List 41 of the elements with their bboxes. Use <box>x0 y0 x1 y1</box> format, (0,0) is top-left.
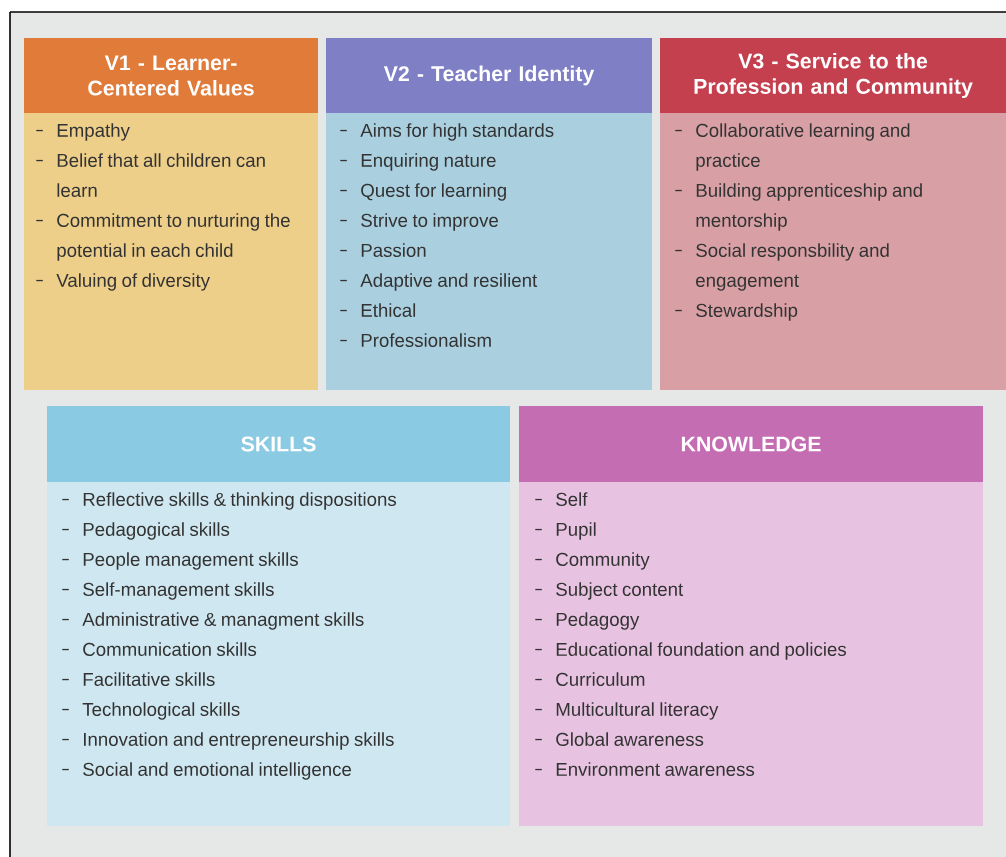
list-item: Passion <box>339 243 426 257</box>
list-item: Curriculum <box>534 672 645 686</box>
list-item: Belief that all children can learn <box>35 153 265 197</box>
list-item: Innovation and entrepreneurship skills <box>61 732 394 750</box>
list-item: Social and emotional intelligence <box>61 762 352 780</box>
list-item: Communication skills <box>61 642 257 656</box>
list-item: Reflective skills & thinking dispositions <box>61 492 397 510</box>
list-item: Subject content <box>534 582 684 600</box>
card-heading: V2 - Teacher Identity <box>383 65 595 86</box>
list-item: Strive to improve <box>339 213 498 231</box>
list-item: Self-management skills <box>61 582 274 600</box>
list-item: Pedagogical skills <box>61 522 230 540</box>
list-item: Administrative & managment skills <box>61 612 364 630</box>
list-item: Aims for high standards <box>339 123 554 141</box>
card-heading: V3 - Service to the Profession and Community <box>694 52 973 99</box>
list-item: Quest for learning <box>339 183 506 201</box>
list-item: Building apprenticeship and mentorship <box>674 183 922 231</box>
list-item: Educational foundation and policies <box>534 642 846 660</box>
list-item: Pupil <box>534 522 596 540</box>
list-item: Community <box>534 552 650 570</box>
list-item: People management skills <box>61 552 298 570</box>
list-item: Stewardship <box>674 303 798 321</box>
list-item: Pedagogy <box>534 612 640 630</box>
list-item: Adaptive and resilient <box>339 273 538 291</box>
list-item: Technological skills <box>61 702 240 720</box>
list-item: Ethical <box>339 303 416 317</box>
card-heading: V1 - Learner-Centered Values <box>88 55 254 96</box>
list-item: Empathy <box>35 123 130 141</box>
list-item: Commitment to nurturing the potential in each child <box>35 213 290 261</box>
list-item: Enquiring nature <box>339 153 496 171</box>
list-item: Collaborative learning and practice <box>674 123 910 171</box>
list-item: Multicultural literacy <box>534 702 719 720</box>
card-heading: SKILLS <box>241 436 316 452</box>
list-item: Facilitative skills <box>61 672 215 686</box>
list-item: Global awareness <box>534 732 704 746</box>
list-item: Self <box>534 492 588 506</box>
card-heading: KNOWLEDGE <box>681 436 821 452</box>
list-item: Valuing of diversity <box>35 273 210 291</box>
list-item: Professionalism <box>339 333 491 347</box>
list-item: Environment awareness <box>534 762 755 776</box>
list-item: Social responsbility and engagement <box>674 243 889 291</box>
